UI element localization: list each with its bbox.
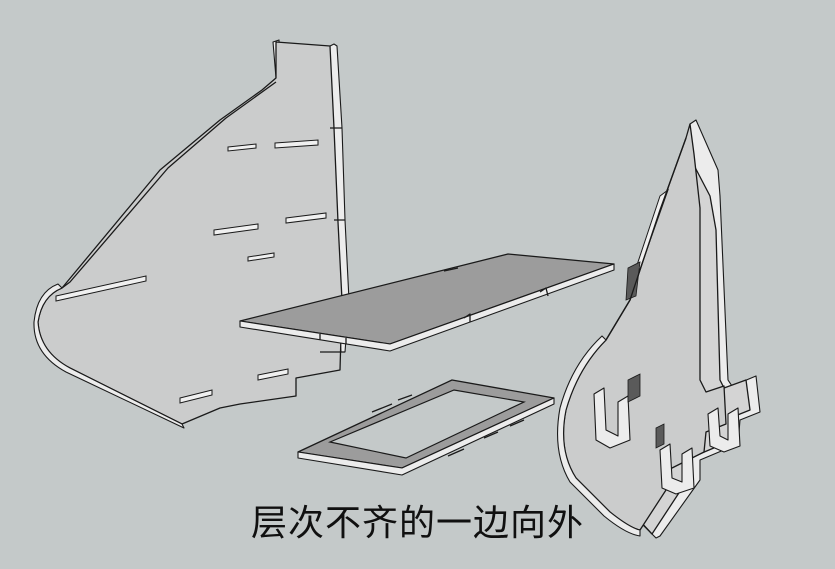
clip-slot [655, 423, 665, 449]
left-panel-slots [55, 139, 327, 404]
clip [659, 443, 695, 495]
rectangular-frame [297, 379, 555, 476]
right-panel-clips [593, 373, 741, 495]
slot [274, 139, 319, 149]
right-panel-round-edge [557, 335, 641, 537]
right-panel-edge-line [605, 137, 687, 341]
left-side-panel [33, 39, 350, 429]
clip [707, 407, 741, 453]
slot [55, 275, 147, 302]
shelf-board [239, 253, 615, 352]
shelf-board-front-edge [239, 263, 615, 352]
left-panel-face [37, 41, 343, 425]
frame-tabs [371, 394, 525, 457]
clip [593, 387, 631, 449]
slot [227, 143, 257, 152]
frame-front-edge [297, 397, 555, 476]
clip-slot [627, 373, 641, 403]
right-panel-window [625, 261, 641, 301]
slot [179, 389, 213, 404]
left-panel-diagonal-edge [61, 81, 277, 289]
shelf-board-tabs [319, 267, 549, 344]
diagram-caption: 层次不齐的一边向外 [250, 503, 584, 544]
left-panel-round-edge [33, 283, 185, 429]
frame-opening [327, 389, 526, 459]
slot [257, 368, 289, 381]
left-panel-notches [320, 127, 349, 353]
slot [285, 212, 327, 224]
slot [213, 223, 259, 236]
right-side-panel [557, 119, 761, 539]
slot [247, 252, 275, 262]
